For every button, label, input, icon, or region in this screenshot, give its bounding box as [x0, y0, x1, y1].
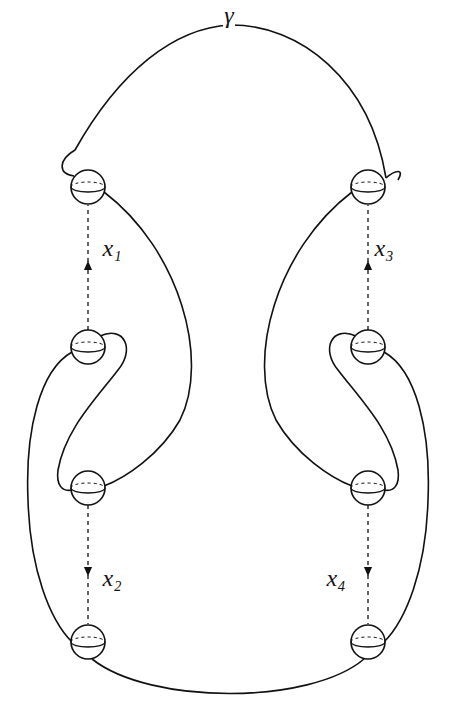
generator-label: x₄ [326, 566, 347, 590]
generator-label: x₁ [102, 236, 123, 260]
curve-label: γ [223, 3, 234, 27]
tube-outline [28, 25, 429, 694]
dashed-arrow [88, 205, 368, 624]
generator-label: x₃ [374, 236, 395, 260]
sphere [71, 170, 385, 659]
generator-label: x₂ [102, 566, 123, 590]
